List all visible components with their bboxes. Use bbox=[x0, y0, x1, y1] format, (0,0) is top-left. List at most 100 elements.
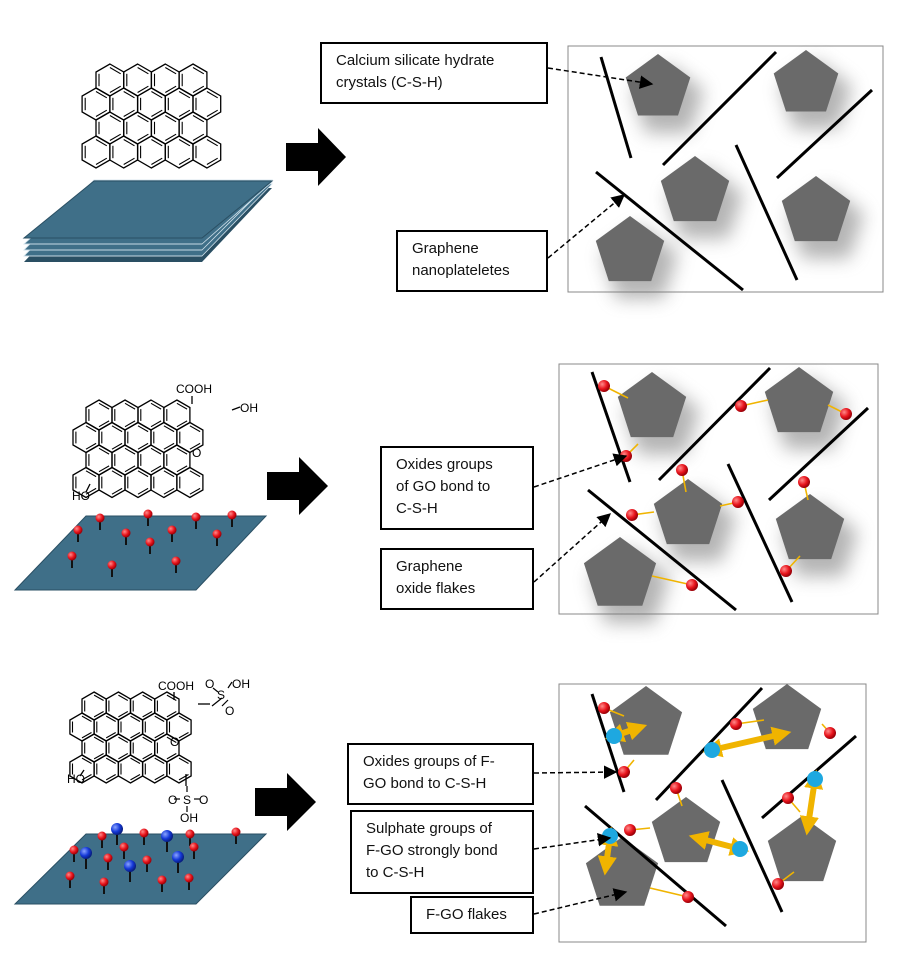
pentagon-crystal bbox=[773, 50, 839, 112]
label-fgo-sulphate-groups: Sulphate groups of F-GO strongly bond to… bbox=[350, 810, 534, 894]
double-bond bbox=[118, 711, 129, 718]
double-bond bbox=[192, 115, 205, 123]
oxide-group bbox=[95, 513, 105, 523]
epoxide-o-label: O bbox=[192, 446, 201, 460]
double-bond bbox=[151, 157, 163, 165]
oxygen-label: O bbox=[205, 677, 214, 691]
aromatic-ring bbox=[109, 87, 139, 121]
double-bond bbox=[165, 67, 177, 75]
double-bond bbox=[81, 732, 92, 739]
epoxide-o-label: O bbox=[170, 735, 179, 749]
oxide-group bbox=[598, 702, 610, 714]
double-bond bbox=[165, 115, 177, 123]
double-bond bbox=[178, 757, 189, 764]
double-bond bbox=[151, 109, 163, 117]
oxide-group bbox=[167, 525, 177, 535]
oxide-bonds bbox=[598, 380, 852, 591]
sulphate-group bbox=[124, 860, 136, 872]
double-bond bbox=[165, 85, 177, 93]
double-bond bbox=[206, 157, 218, 165]
double-bond bbox=[137, 133, 149, 141]
double-bond bbox=[118, 694, 129, 701]
double-bond bbox=[192, 67, 205, 75]
oxygen-label: O bbox=[168, 793, 177, 807]
double-bond bbox=[189, 487, 201, 495]
pentagon-crystal bbox=[625, 54, 691, 116]
oxide-group bbox=[107, 560, 117, 570]
double-bond bbox=[176, 465, 188, 473]
pentagon-crystal-icon bbox=[595, 50, 851, 282]
double-bond bbox=[178, 715, 189, 722]
oxide-group bbox=[730, 718, 742, 730]
double-bond bbox=[163, 442, 175, 450]
oxide-group bbox=[840, 408, 852, 420]
oxide-group bbox=[121, 528, 131, 538]
oxide-group bbox=[73, 525, 83, 535]
oxide-group bbox=[676, 464, 688, 476]
double-bond bbox=[166, 711, 177, 718]
double-bond bbox=[130, 757, 141, 764]
double-bond bbox=[142, 711, 153, 718]
oxide-group bbox=[780, 565, 792, 577]
pentagon-crystal bbox=[617, 372, 687, 438]
panel-go-molecule bbox=[72, 396, 241, 499]
label-graphene-oxide-flakes: Graphene oxide flakes bbox=[380, 548, 534, 610]
graphene-flakes-lines bbox=[595, 50, 874, 292]
aromatic-ring bbox=[141, 754, 168, 784]
double-bond bbox=[98, 402, 110, 410]
double-bond bbox=[93, 736, 104, 743]
oxide-group bbox=[782, 792, 794, 804]
double-bond bbox=[81, 715, 92, 722]
graphene-nanoplatelet-stack bbox=[22, 179, 274, 262]
double-bond bbox=[105, 774, 116, 781]
oxide-group bbox=[626, 509, 638, 521]
double-bond bbox=[118, 736, 129, 743]
double-bond bbox=[130, 732, 141, 739]
double-bond bbox=[95, 139, 108, 147]
double-bond bbox=[93, 753, 104, 760]
oxide-group bbox=[212, 529, 222, 539]
oxide-group bbox=[598, 380, 610, 392]
aromatic-ring bbox=[150, 111, 180, 145]
csh-box-2 bbox=[558, 363, 879, 623]
double-bond bbox=[178, 774, 189, 781]
csh-box-3 bbox=[558, 683, 867, 943]
sulphate-group bbox=[704, 742, 720, 758]
oh-label: OH bbox=[232, 677, 250, 691]
double-bond bbox=[124, 447, 136, 455]
double-bond bbox=[142, 736, 153, 743]
double-bond bbox=[189, 442, 201, 450]
graphene-oxide-sheet bbox=[13, 515, 268, 591]
aromatic-ring bbox=[95, 63, 125, 97]
pentagon-crystal bbox=[660, 156, 730, 222]
double-bond bbox=[178, 139, 191, 147]
pentagon-crystal bbox=[595, 216, 665, 282]
oxide-group bbox=[189, 842, 199, 852]
double-bond bbox=[95, 109, 108, 117]
double-bond bbox=[81, 757, 92, 764]
aromatic-ring bbox=[123, 111, 153, 145]
sulfonate-bottom bbox=[174, 786, 200, 812]
aromatic-ring bbox=[176, 466, 204, 499]
aromatic-ring bbox=[150, 63, 180, 97]
double-bond bbox=[95, 157, 108, 165]
callout-arrow bbox=[533, 833, 612, 850]
oxygen-label: O bbox=[225, 704, 234, 718]
double-bond bbox=[206, 91, 218, 99]
double-bond bbox=[137, 85, 149, 93]
double-bond bbox=[93, 711, 104, 718]
double-bond bbox=[137, 487, 149, 495]
oxide-group bbox=[143, 509, 153, 519]
aromatic-ring bbox=[192, 135, 222, 169]
sulphate-group bbox=[602, 828, 618, 844]
oxide-group bbox=[624, 824, 636, 836]
double-bond bbox=[154, 757, 165, 764]
double-bond bbox=[123, 157, 135, 165]
double-bond bbox=[151, 139, 163, 147]
cooh-label: COOH bbox=[176, 382, 212, 396]
aromatic-ring bbox=[178, 63, 208, 97]
sulphate-group bbox=[807, 771, 823, 787]
oxide-group bbox=[682, 891, 694, 903]
aromatic-ring bbox=[123, 63, 153, 97]
